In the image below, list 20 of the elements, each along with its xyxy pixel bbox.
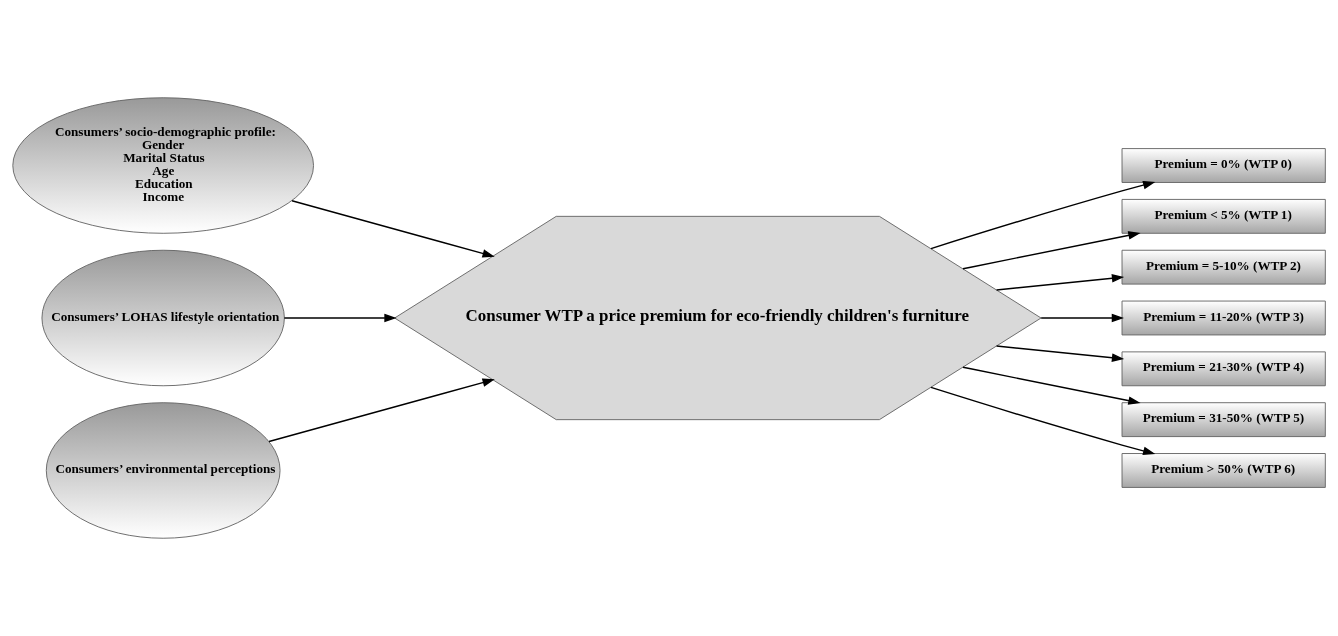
- arrow: [930, 386, 1156, 456]
- node-box: Premium = 31-50% (WTP 5): [1121, 402, 1326, 438]
- node-box: Premium > 50% (WTP 6): [1121, 453, 1326, 488]
- node-ellipse: Consumers’ socio-demographic profile: Gender Marital Status Age Education Income: [12, 97, 314, 234]
- node-ellipse: Consumers’ environmental perceptions: [45, 402, 281, 539]
- arrow: [1040, 313, 1124, 323]
- arrow: [995, 274, 1125, 291]
- node-box: Premium = 0% (WTP 0): [1121, 148, 1326, 183]
- node-box: Premium = 5-10% (WTP 2): [1121, 249, 1326, 285]
- node-box: Premium = 21-30% (WTP 4): [1121, 351, 1326, 387]
- arrow: [268, 378, 495, 443]
- arrow: [283, 313, 397, 323]
- arrow: [995, 345, 1125, 362]
- node-box: Premium < 5% (WTP 1): [1121, 198, 1326, 234]
- node-ellipse: Consumers’ LOHAS lifestyle orientation: [41, 249, 285, 387]
- node-box: Premium = 11-20% (WTP 3): [1121, 300, 1326, 336]
- arrow: [291, 200, 495, 258]
- arrow: [930, 180, 1156, 250]
- arrow: [962, 366, 1141, 405]
- arrow: [962, 231, 1141, 270]
